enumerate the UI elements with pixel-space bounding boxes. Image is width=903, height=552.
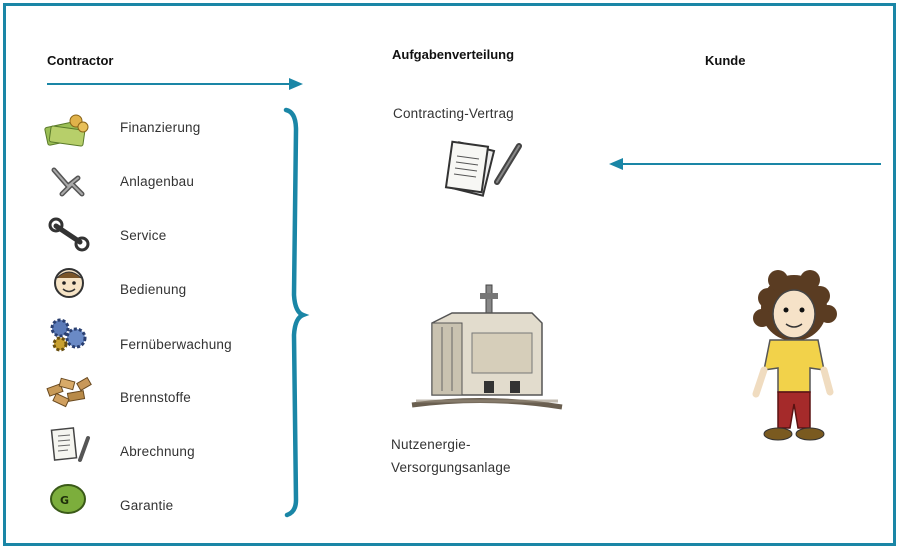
service-label-brennstoffe: Brennstoffe bbox=[120, 390, 191, 405]
task-distribution-heading: Aufgabenverteilung bbox=[392, 47, 515, 62]
customer-figure bbox=[748, 268, 848, 450]
contract-label: Contracting-Vertrag bbox=[393, 106, 514, 121]
power-plant-icon bbox=[411, 283, 563, 413]
service-label-bedienung: Bedienung bbox=[120, 282, 187, 297]
contract-icon bbox=[444, 140, 535, 200]
service-label-garantie: Garantie bbox=[120, 498, 174, 513]
money-icon bbox=[42, 112, 90, 152]
customer-heading: Kunde bbox=[705, 53, 746, 68]
services-brace bbox=[283, 107, 310, 518]
plant-label-line2: Versorgungsanlage bbox=[391, 460, 511, 475]
gears-icon bbox=[46, 316, 94, 356]
invoice-icon bbox=[50, 426, 98, 466]
face-icon bbox=[52, 266, 100, 306]
pipes-icon bbox=[48, 164, 96, 204]
wrench-icon bbox=[48, 217, 98, 258]
service-label-finanzierung: Finanzierung bbox=[120, 120, 201, 135]
contractor-arrow bbox=[47, 78, 303, 90]
service-label-anlagenbau: Anlagenbau bbox=[120, 174, 195, 189]
service-label-service: Service bbox=[120, 228, 167, 243]
service-label-abrechnung: Abrechnung bbox=[120, 444, 195, 459]
guarantee-icon: G bbox=[48, 482, 96, 522]
diagram-frame bbox=[3, 3, 896, 546]
svg-text:G: G bbox=[60, 494, 69, 507]
plant-label-line1: Nutzenergie- bbox=[391, 437, 471, 452]
wood-chips-icon bbox=[44, 374, 92, 414]
customer-arrow bbox=[609, 158, 881, 170]
service-label-fernueberwachung: Fernüberwachung bbox=[120, 337, 232, 352]
contractor-heading: Contractor bbox=[47, 53, 114, 68]
